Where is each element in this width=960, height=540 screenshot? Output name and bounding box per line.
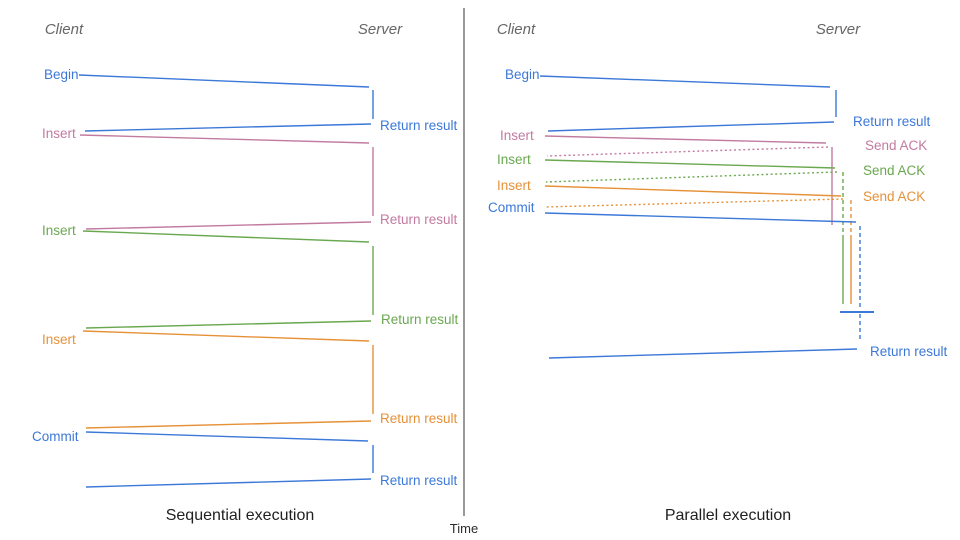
par-insert2-ack-arrow <box>545 171 838 183</box>
seq-insert3-response-label: Return result <box>380 411 458 426</box>
seq-begin-response-label: Return result <box>380 118 458 133</box>
par-insert1-ack-arrow <box>546 146 829 157</box>
par-insert3-ack-label: Send ACK <box>863 189 925 204</box>
seq-insert1-response-label: Return result <box>380 212 458 227</box>
par-begin-response-arrow <box>547 121 835 132</box>
seq-begin-label: Begin <box>44 67 79 82</box>
par-insert2-label: Insert <box>497 152 531 167</box>
par-insert3-ack-arrow <box>545 198 844 208</box>
seq-insert3-response-arrow <box>85 420 372 429</box>
seq-insert2-response-arrow <box>85 320 372 329</box>
seq-insert3-label: Insert <box>42 332 76 347</box>
time-axis-label: Time <box>450 521 478 536</box>
seq-title: Sequential execution <box>166 507 315 524</box>
seq-insert1-request-arrow <box>79 134 370 144</box>
par-insert1-ack-label: Send ACK <box>865 138 927 153</box>
par-commit-response-label: Return result <box>870 344 948 359</box>
seq-insert1-response-arrow <box>85 221 372 230</box>
seq-insert2-response-label: Return result <box>381 312 459 327</box>
par-begin-response-label: Return result <box>853 114 931 129</box>
seq-begin-response-arrow <box>84 123 372 132</box>
par-commit-response-arrow <box>548 348 858 359</box>
parallel-diagram: Client Server Begin Return result Insert… <box>488 21 948 524</box>
par-insert2-request-arrow <box>544 159 836 169</box>
par-begin-request-arrow <box>539 75 831 88</box>
par-commit-label: Commit <box>488 200 535 215</box>
seq-commit-request-arrow <box>85 431 369 442</box>
seq-insert3-request-arrow <box>82 330 370 342</box>
seq-server-header: Server <box>358 21 403 38</box>
seq-begin-request-arrow <box>78 74 370 88</box>
par-insert3-label: Insert <box>497 178 531 193</box>
par-insert2-ack-label: Send ACK <box>863 163 925 178</box>
seq-client-header: Client <box>45 21 84 38</box>
seq-insert1-label: Insert <box>42 126 76 141</box>
par-insert3-request-arrow <box>544 185 842 197</box>
seq-commit-response-arrow <box>85 478 372 488</box>
seq-insert2-request-arrow <box>82 230 370 243</box>
par-commit-request-arrow <box>544 212 857 223</box>
par-server-header: Server <box>816 21 861 38</box>
par-begin-label: Begin <box>505 67 540 82</box>
par-insert1-label: Insert <box>500 128 534 143</box>
par-insert1-request-arrow <box>544 135 827 144</box>
par-title: Parallel execution <box>665 507 791 524</box>
seq-commit-response-label: Return result <box>380 473 458 488</box>
sequential-diagram: Client Server Begin Return result Insert… <box>32 21 459 524</box>
seq-insert2-label: Insert <box>42 223 76 238</box>
seq-commit-label: Commit <box>32 429 79 444</box>
par-client-header: Client <box>497 21 536 38</box>
